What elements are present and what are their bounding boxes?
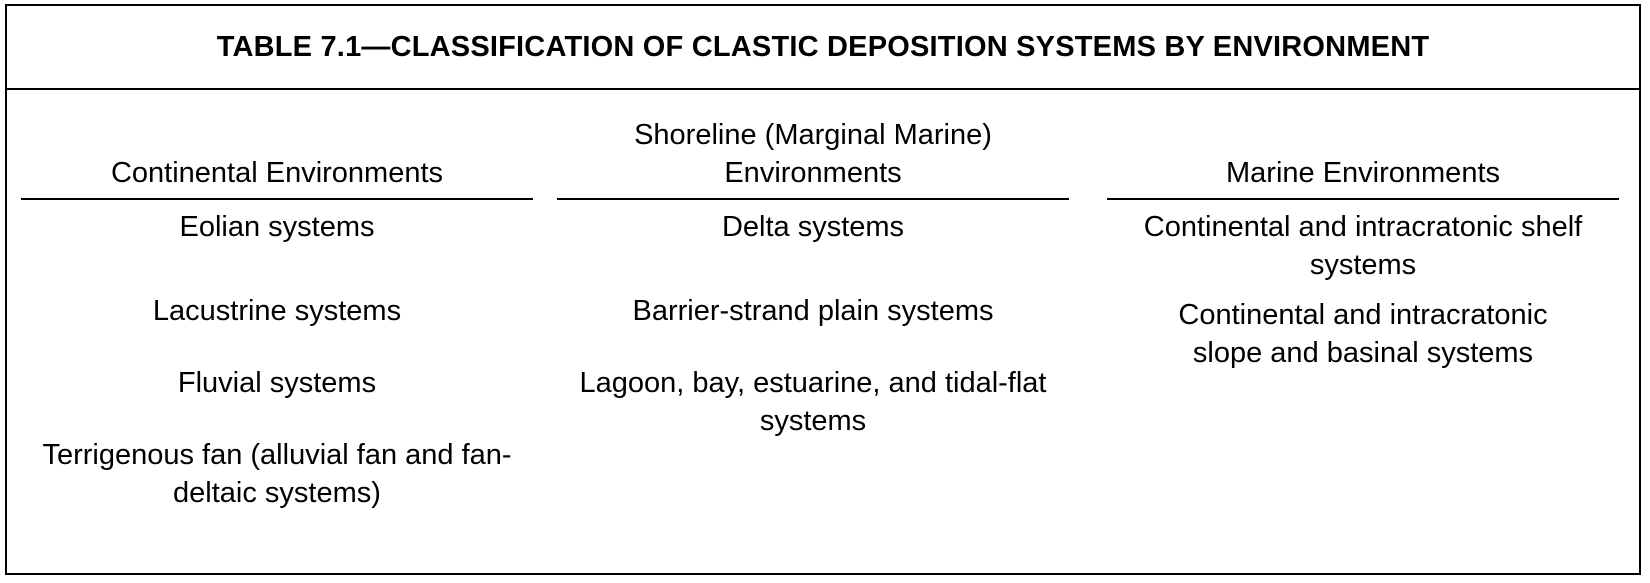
- table-cell: Fluvial systems: [177, 367, 377, 399]
- column-entries-shoreline: Delta systems Barrier-strand plain syste…: [557, 208, 1069, 452]
- table-cell: Delta systems: [721, 211, 905, 243]
- table-cell: Lacustrine systems: [152, 295, 402, 327]
- column-header-continental: Continental Environments: [21, 90, 533, 200]
- column-header-shoreline: Shoreline (Marginal Marine) Environments: [557, 90, 1069, 200]
- table-cell: Eolian systems: [179, 211, 375, 243]
- column-header-label: Shoreline (Marginal Marine) Environments: [634, 119, 992, 189]
- table-title: TABLE 7.1—CLASSIFICATION OF CLASTIC DEPO…: [7, 6, 1639, 90]
- column-continental: Continental Environments Eolian systems …: [21, 90, 533, 573]
- table-cell: Continental and intracratonic slope and …: [1178, 299, 1548, 369]
- column-header-marine: Marine Environments: [1107, 90, 1619, 200]
- column-marine: Marine Environments Continental and intr…: [1107, 90, 1619, 573]
- column-entries-continental: Eolian systems Lacustrine systems Fluvia…: [21, 208, 533, 524]
- table-cell: Terrigenous fan (alluvial fan and fan-de…: [42, 439, 512, 509]
- table-cell: Barrier-strand plain systems: [632, 295, 994, 327]
- table-cell: Lagoon, bay, estuarine, and tidal-flat s…: [579, 367, 1047, 437]
- table-columns: Continental Environments Eolian systems …: [7, 90, 1639, 573]
- table-cell: Continental and intracratonic shelf syst…: [1143, 211, 1583, 281]
- column-shoreline: Shoreline (Marginal Marine) Environments…: [557, 90, 1069, 573]
- column-header-label: Continental Environments: [110, 157, 444, 189]
- classification-table: TABLE 7.1—CLASSIFICATION OF CLASTIC DEPO…: [5, 4, 1641, 575]
- column-header-label: Marine Environments: [1226, 157, 1500, 189]
- column-entries-marine: Continental and intracratonic shelf syst…: [1107, 208, 1619, 384]
